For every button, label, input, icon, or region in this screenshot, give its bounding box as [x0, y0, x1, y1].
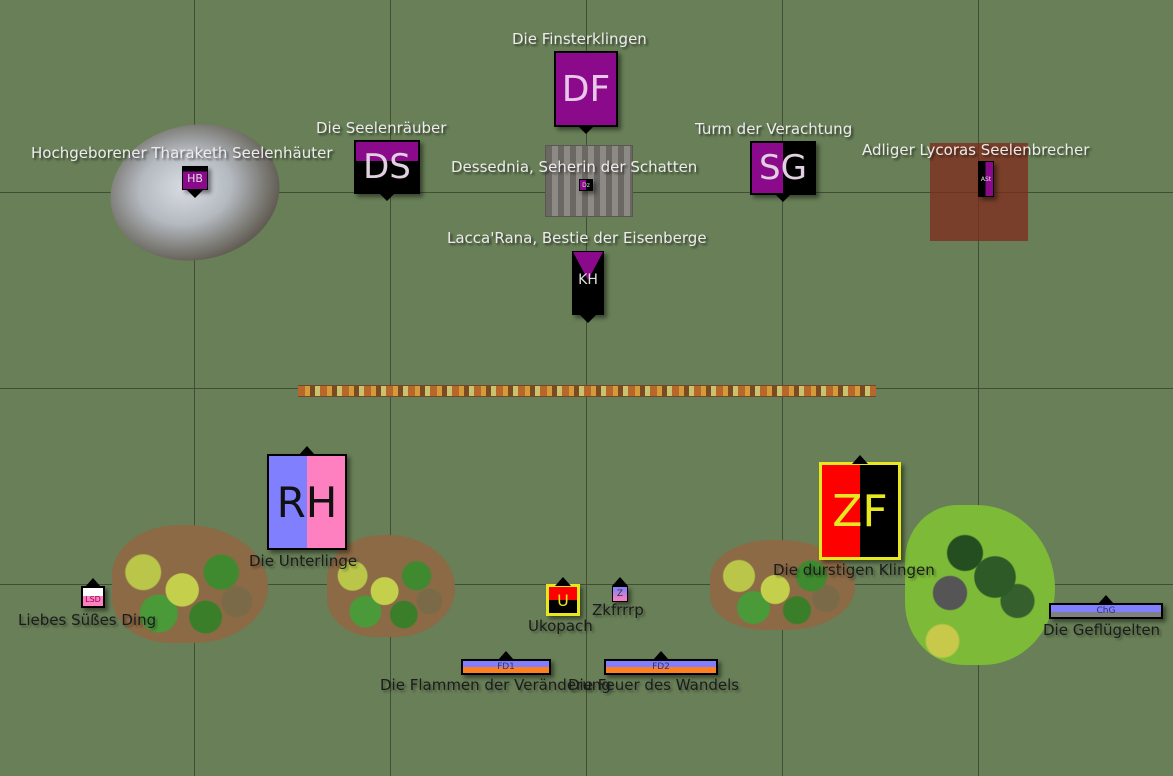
unit-code: ASt — [980, 175, 992, 183]
triangle-emblem-icon — [573, 252, 603, 280]
unit-banner-zf[interactable]: ZF — [819, 455, 901, 560]
unit-label: Ukopach — [528, 617, 593, 635]
unit-banner-ds[interactable]: DS — [354, 140, 420, 201]
unit-banner-kh[interactable]: KH — [572, 251, 604, 323]
unit-banner-lsd[interactable]: LSD — [81, 578, 105, 608]
unit-code: U — [557, 590, 569, 610]
grid-line — [0, 584, 1173, 585]
unit-code: SG — [759, 148, 807, 188]
unit-code: DS — [363, 147, 411, 187]
unit-banner-z[interactable]: Z — [612, 577, 628, 602]
unit-label: Liebes Süßes Ding — [18, 611, 157, 629]
unit-label: Die Flammen der Veränderung — [380, 676, 611, 694]
unit-code: RH — [276, 477, 338, 527]
unit-label: Die durstigen Klingen — [773, 561, 935, 579]
unit-code: Dz — [582, 181, 590, 189]
unit-code: LSD — [85, 594, 101, 604]
unit-banner-ast[interactable]: ASt — [978, 161, 994, 197]
unit-label: Adliger Lycoras Seelenbrecher — [862, 141, 1090, 159]
unit-label: Die Finsterklingen — [512, 30, 647, 48]
terrain-forest[interactable] — [905, 505, 1055, 665]
unit-banner-u[interactable]: U — [546, 577, 580, 616]
unit-code: FD2 — [652, 662, 670, 672]
unit-banner-sg[interactable]: SG — [750, 141, 816, 202]
unit-banner-df[interactable]: DF — [554, 51, 618, 134]
unit-code: DF — [561, 68, 611, 110]
unit-code: HB — [187, 171, 203, 185]
unit-label: Lacca'Rana, Bestie der Eisenberge — [447, 229, 707, 247]
unit-label: Dessednia, Seherin der Schatten — [451, 158, 698, 176]
unit-code: ZF — [832, 485, 888, 537]
unit-label: Die Feuer des Wandels — [568, 676, 740, 694]
unit-banner-chg[interactable]: ChG — [1049, 595, 1163, 619]
unit-banner-dz[interactable]: Dz — [579, 179, 593, 191]
terrain-wood[interactable] — [112, 525, 268, 643]
unit-label: Die Seelenräuber — [316, 119, 447, 137]
unit-code: FD1 — [497, 662, 515, 672]
unit-banner-fd1[interactable]: FD1 — [461, 651, 551, 675]
unit-label: Turm der Verachtung — [695, 120, 853, 138]
unit-code: KH — [578, 272, 598, 288]
unit-label: Zkfrrrp — [592, 601, 644, 619]
unit-banner-rh[interactable]: RH — [267, 446, 347, 550]
unit-label: Die Unterlinge — [249, 552, 358, 570]
terrain-wall[interactable] — [298, 385, 876, 397]
terrain-wood[interactable] — [327, 535, 455, 637]
unit-code: Z — [616, 589, 624, 599]
unit-label: Hochgeborener Tharaketh Seelenhäuter — [31, 144, 333, 162]
unit-banner-hb[interactable]: HB — [182, 166, 208, 198]
unit-banner-fd2[interactable]: FD2 — [604, 651, 718, 675]
unit-code: ChG — [1096, 606, 1116, 616]
unit-label: Die Geflügelten — [1043, 621, 1161, 639]
